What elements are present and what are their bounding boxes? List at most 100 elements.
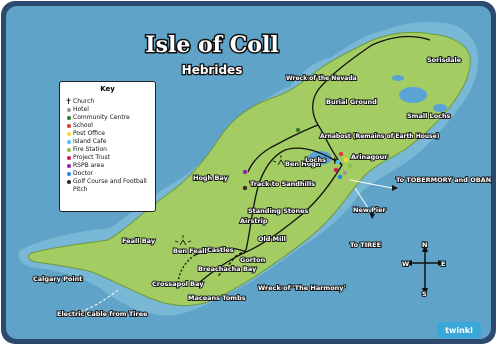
label-ben-hogh: Ben Hogh [285,160,321,168]
key-item: Doctor [64,170,151,178]
track-sandhills-dash [177,254,196,283]
arrow-oban [392,185,398,191]
key-item-label: Golf Course and Football Pitch [73,178,147,193]
marker-community-centre [295,127,301,133]
key-dot-icon [64,154,73,160]
label-arinagour: Arinagour [351,153,388,161]
key-item: Golf Course and Football Pitch [64,178,151,194]
small-lochs-water-3 [392,75,404,81]
label-sorisdale: Sorisdale [427,56,462,64]
label-to-tiree: To TIREE [350,241,381,249]
marker-rspb [242,169,248,175]
key-dot-icon [64,114,73,120]
compass-n: N [422,241,427,249]
small-lochs-water-2 [433,104,447,112]
road-middle [245,147,343,251]
key-dot-icon [64,178,73,184]
marker-church-cross: ✝ [331,157,339,167]
church-cross-icon: ✝ [65,97,72,106]
label-wreck-nevada: Wreck of the Nevada [286,75,357,82]
label-ben-feall: Ben Feall [173,247,207,255]
key-dot-icon [64,130,73,136]
ferry-route-tiree [354,187,373,215]
ben-feall-hill-icon [174,235,192,246]
key-dot-icon [64,106,73,112]
lochs-water [308,151,332,165]
twinkl-logo: twinkl [437,322,481,338]
label-electric-cable: Electric Cable from Tiree [57,310,148,318]
key-title: Key [100,85,115,93]
key-item: Community Centre [64,114,151,122]
key-item-label: Project Trust [73,154,110,161]
label-crossapol-bay: Crossapol Bay [152,280,204,288]
road-north [312,35,431,166]
label-standing-stones: Standing Stones [248,207,309,215]
label-hogh-bay: Hogh Bay [193,174,229,182]
label-gorton: Gorton [240,256,266,264]
ferry-route-oban [349,179,393,189]
label-arnabost: Arnabost (Remains of Earth House) [320,133,440,140]
compass-w: W [402,260,409,268]
marker-island-cafe [335,159,341,165]
label-new-pier: New Pier [353,206,387,214]
marker-post-office [343,157,349,163]
key-dot-icon [64,170,73,176]
key-item-label: Fire Station [73,146,107,153]
arrow-tiree [369,212,375,219]
label-burial-ground: Burial Ground [326,98,377,106]
key-item: Island Cafe [64,138,151,146]
label-to-tobermory: To TOBERMORY and OBAN [396,176,491,184]
marker-hotel [342,170,348,176]
key-item: RSPB area [64,162,151,170]
label-castles: Castles [207,246,234,254]
label-airstrip: Airstrip [240,217,268,225]
label-calgary-point: Calgary Point [33,275,82,283]
label-old-mill: Old Mill [258,235,286,243]
key-item: Project Trust [64,154,151,162]
compass-s: S [422,290,427,298]
key-item-label: Post Office [73,130,105,137]
key-item: Hotel [64,106,151,114]
key-dot-icon [64,138,73,144]
airstrip-line [217,249,247,277]
compass-rose: N E S W [401,240,446,299]
key-item: Fire Station [64,146,151,154]
label-maceans-tombs: Maceans Tombs [188,294,246,302]
hill-symbols [174,155,290,246]
label-wreck-harmony: Wreck of 'The Harmony' [258,284,346,292]
key-item-label: Doctor [73,170,94,177]
key-dot-icon [64,122,73,128]
key-item-label: Hotel [73,106,89,113]
key-item-label: RSPB area [73,162,104,169]
key-item-label: Church [73,98,95,105]
marker-project-trust [333,167,339,173]
key-item-label: School [73,122,93,129]
key-item-label: Community Centre [73,114,130,121]
key-item-label: Island Cafe [73,138,107,145]
roads [177,35,431,283]
marker-golf-course [242,185,248,191]
key-dot-icon [64,162,73,168]
map-title: Isle of Coll [145,32,278,58]
key-dot-icon [64,146,73,152]
label-small-lochs: Small Lochs [407,112,451,120]
electric-cable-line [79,289,119,313]
marker-fire-station [347,163,353,169]
small-lochs-water [399,87,427,103]
label-track-sandhills: Track to Sandhills [250,180,315,188]
map-subtitle: Hebrides [182,63,243,77]
label-breachacha-bay: Breachacha Bay [198,265,257,273]
label-feall-bay: Feall Bay [122,237,156,245]
compass-e: E [441,260,445,268]
map-markers: ✝ [242,127,353,191]
road-track [247,124,319,173]
key-item: ✝Church [64,98,151,106]
marker-doctor [337,174,343,180]
key-item: School [64,122,151,130]
road-south [199,164,343,283]
key-item: Post Office [64,130,151,138]
road-castles [194,247,247,256]
